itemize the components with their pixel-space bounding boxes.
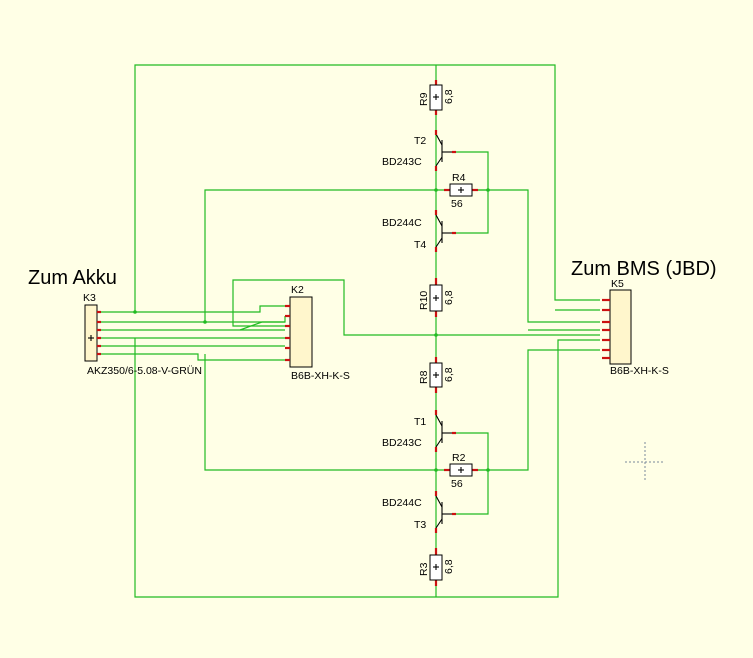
junction-dot: [133, 310, 137, 314]
r3-name: R3: [418, 562, 430, 576]
wire-k3-k2-6[interactable]: [97, 353, 285, 361]
connector-k5[interactable]: K5 B6B-XH-K-S: [555, 278, 669, 377]
heading-akku: Zum Akku: [28, 267, 117, 289]
r8-value: 6,8: [443, 367, 455, 382]
connector-k2[interactable]: K2 B6B-XH-K-S: [285, 284, 350, 382]
r2-name: R2: [452, 452, 466, 464]
wire-lower-mid-bus[interactable]: [204, 349, 600, 471]
t4-value: BD244C: [382, 217, 422, 229]
wire-k2-loop[interactable]: [232, 279, 436, 336]
k3-name: K3: [83, 292, 96, 304]
t3-value: BD244C: [382, 497, 422, 509]
resistor-r8[interactable]: R8 6,8: [418, 357, 455, 393]
k5-name: K5: [611, 278, 624, 290]
k3-value: AKZ350/6-5.08-V-GRÜN: [87, 365, 202, 377]
junction-dot: [434, 188, 438, 192]
connector-k3[interactable]: K3 AKZ350/6-5.08-V-GRÜN: [83, 292, 202, 377]
heading-bms: Zum BMS (JBD): [571, 258, 717, 280]
r9-value: 6,8: [443, 89, 455, 104]
resistor-r9[interactable]: R9 6,8: [418, 80, 455, 115]
junction-dot: [486, 188, 490, 192]
junction-dot: [434, 333, 438, 337]
resistor-r10[interactable]: R10 6,8: [418, 278, 455, 317]
t1-name: T1: [414, 416, 426, 428]
r10-value: 6,8: [443, 290, 455, 305]
r2-value: 56: [451, 478, 463, 490]
k3-body[interactable]: [84, 304, 98, 362]
r4-value: 56: [451, 198, 463, 210]
wire-bracket-lower[interactable]: [455, 432, 489, 515]
junctions: [133, 188, 490, 472]
wire-bottom-loop[interactable]: [134, 338, 600, 598]
r3-value: 6,8: [443, 559, 455, 574]
k2-body[interactable]: [289, 296, 313, 368]
wire-top-loop[interactable]: [134, 64, 600, 312]
junction-dot: [434, 468, 438, 472]
resistor-r3[interactable]: R3 6,8: [418, 548, 455, 586]
crosshair-cursor-icon: [625, 442, 665, 482]
transistor-t4[interactable]: BD244C T4: [382, 210, 456, 252]
k5-body[interactable]: [609, 289, 632, 365]
wire-k2-link[interactable]: [239, 321, 285, 331]
k2-name: K2: [291, 284, 304, 296]
r4-name: R4: [452, 172, 466, 184]
transistor-t1[interactable]: T1 BD243C: [382, 410, 456, 452]
t4-name: T4: [414, 239, 426, 251]
wire-bracket-upper[interactable]: [455, 151, 489, 234]
wires: [97, 64, 600, 598]
wire-k3-k2-2[interactable]: [97, 316, 286, 323]
transistor-t3[interactable]: BD244C T3: [382, 491, 456, 533]
r10-name: R10: [418, 291, 430, 310]
r8-name: R8: [418, 370, 430, 384]
resistor-r2[interactable]: R2 56: [444, 452, 478, 490]
t1-value: BD243C: [382, 437, 422, 449]
wire-upper-mid-bus[interactable]: [204, 189, 600, 323]
r9-name: R9: [418, 92, 430, 106]
junction-dot: [486, 468, 490, 472]
t3-name: T3: [414, 519, 426, 531]
t2-name: T2: [414, 135, 426, 147]
k5-value: B6B-XH-K-S: [610, 365, 669, 377]
t2-value: BD243C: [382, 156, 422, 168]
resistor-r4[interactable]: R4 56: [444, 172, 478, 210]
k2-value: B6B-XH-K-S: [291, 370, 350, 382]
transistor-t2[interactable]: T2 BD243C: [382, 130, 456, 171]
junction-dot: [203, 320, 207, 324]
wire-k3-k2-1[interactable]: [97, 305, 285, 313]
